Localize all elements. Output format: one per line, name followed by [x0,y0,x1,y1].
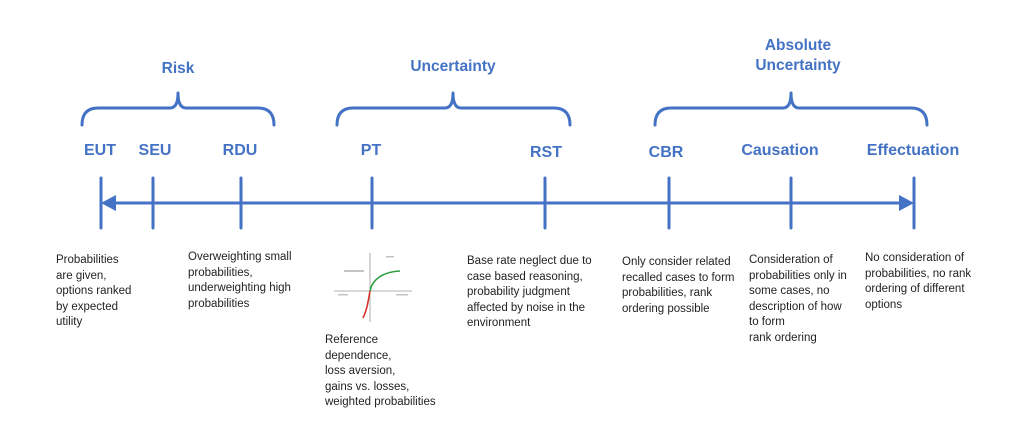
uncertainty-brace [335,91,572,127]
risk-brace [80,91,276,127]
absolute-uncertainty-brace [653,91,929,127]
model-label-effectuation: Effectuation [866,142,960,159]
gain-curve [369,270,401,292]
desc-cbr: Only consider related recalled cases to … [622,256,735,315]
group-label-uncertainty: Uncertainty [410,58,496,75]
desc-causation: Consideration of probabilities only in s… [749,254,847,344]
model-label-seu: SEU [138,142,172,159]
model-label-cbr: CBR [648,144,684,161]
model-label-rst: RST [530,144,562,161]
arrow-left-head [101,195,116,211]
value-function-graph [334,253,412,322]
desc-effectuation: No consideration of probabilities, no ra… [865,252,972,311]
model-label-causation: Causation [741,142,819,159]
model-label-pt: PT [360,142,382,159]
model-label-rdu: RDU [222,142,258,159]
desc-rdu: Overweighting small probabilities, under… [188,251,292,310]
desc-pt: Reference dependence, loss aversion, gai… [325,334,436,408]
group-label-risk: Risk [161,60,195,77]
model-label-eut: EUT [84,142,116,159]
loss-curve [362,290,371,319]
arrow-right-head [899,195,914,211]
desc-rst: Base rate neglect due to case based reas… [467,255,592,329]
desc-eut: Probabilities are given, options ranked … [56,254,132,328]
group-label-absolute-uncertainty: Absolute Uncertainty [755,37,841,74]
